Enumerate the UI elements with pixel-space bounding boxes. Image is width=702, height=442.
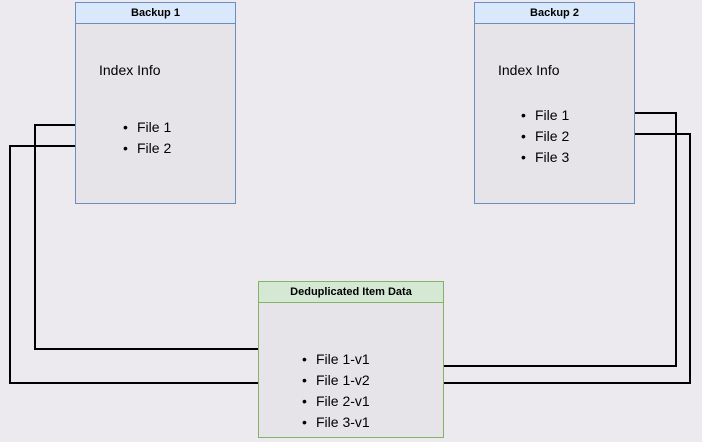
list-item: File 3 bbox=[521, 147, 569, 168]
list-item: File 1 bbox=[123, 117, 171, 138]
list-item: File 1-v1 bbox=[302, 349, 370, 370]
backup-1-body: Index Info File 1 File 2 bbox=[76, 24, 235, 203]
dedup-file-list: File 1-v1 File 1-v2 File 2-v1 File 3-v1 bbox=[302, 349, 370, 433]
backup-1-file-list: File 1 File 2 bbox=[123, 117, 171, 159]
backup-1-index-label: Index Info bbox=[99, 62, 161, 78]
list-item: File 2 bbox=[521, 126, 569, 147]
list-item: File 1-v2 bbox=[302, 370, 370, 391]
backup-1-box[interactable]: Backup 1 Index Info File 1 File 2 bbox=[75, 2, 236, 204]
backup-2-body: Index Info File 1 File 2 File 3 bbox=[475, 24, 634, 203]
backup-2-index-label: Index Info bbox=[498, 62, 560, 78]
backup-1-title: Backup 1 bbox=[76, 3, 235, 24]
list-item: File 3-v1 bbox=[302, 412, 370, 433]
backup-2-title: Backup 2 bbox=[475, 3, 634, 24]
list-item: File 2 bbox=[123, 138, 171, 159]
deduplicated-item-data-box[interactable]: Deduplicated Item Data File 1-v1 File 1-… bbox=[258, 281, 444, 438]
list-item: File 2-v1 bbox=[302, 391, 370, 412]
deduplicated-item-data-title: Deduplicated Item Data bbox=[259, 282, 443, 303]
deduplicated-item-data-body: File 1-v1 File 1-v2 File 2-v1 File 3-v1 bbox=[259, 303, 443, 437]
backup-2-file-list: File 1 File 2 File 3 bbox=[521, 105, 569, 168]
list-item: File 1 bbox=[521, 105, 569, 126]
backup-2-box[interactable]: Backup 2 Index Info File 1 File 2 File 3 bbox=[474, 2, 635, 204]
